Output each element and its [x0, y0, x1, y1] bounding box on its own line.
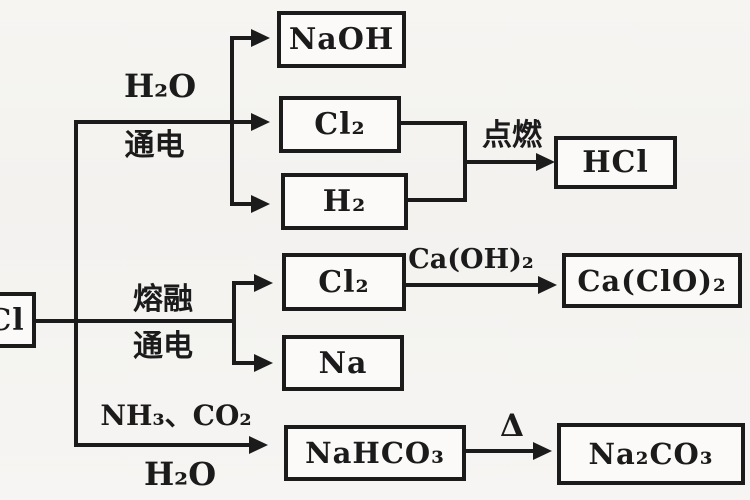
node-source-nacl: Cl	[0, 292, 36, 348]
label-tongdian-top: 通电	[124, 128, 185, 163]
label-h2o-top: H₂O	[123, 67, 197, 105]
nahco3-arrowhead-icon	[249, 436, 268, 454]
top-distributor-line	[230, 36, 234, 206]
label-dianran-ignite: 点燃	[482, 118, 542, 153]
cl2-mid-connector-line	[232, 281, 256, 285]
label-caoh2: Ca(OH)₂	[408, 244, 534, 275]
label-tongdian-mid: 通电	[133, 329, 193, 364]
node-na: Na	[282, 335, 404, 391]
label-delta: Δ	[499, 408, 525, 444]
trunk-vertical-line	[74, 120, 78, 447]
label-nh3-co2: NH₃、CO₂	[100, 399, 252, 432]
label-rongrong-molten: 熔融	[133, 282, 193, 317]
node-h2: H₂	[281, 173, 408, 230]
cl2-top-arrowhead-icon	[251, 113, 270, 131]
mid-branch-line	[36, 319, 236, 323]
naoh-connector-line	[230, 36, 254, 40]
label-h2o-bottom: H₂O	[143, 455, 217, 493]
naoh-arrowhead-icon	[251, 29, 270, 47]
node-caclo2: Ca(ClO)₂	[562, 253, 742, 308]
cl2-merge-line	[401, 121, 467, 125]
bottom-branch-line	[74, 443, 252, 447]
hcl-arrowhead-icon	[536, 153, 555, 171]
caclo2-arrowhead-icon	[538, 276, 557, 294]
na-arrowhead-icon	[254, 354, 273, 372]
caclo2-connector-line	[406, 283, 540, 287]
na-connector-line	[232, 361, 256, 365]
h2-connector-line	[230, 202, 254, 206]
h2-arrowhead-icon	[251, 195, 270, 213]
node-nahco3: NaHCO₃	[284, 425, 466, 481]
cl2-top-connector-line	[234, 120, 254, 124]
na2co3-arrowhead-icon	[533, 442, 552, 460]
top-branch-line	[74, 120, 234, 124]
node-hcl: HCl	[554, 136, 677, 189]
node-cl2-mid: Cl₂	[282, 253, 406, 311]
h2-merge-line	[408, 198, 467, 202]
mid-distributor-line	[232, 281, 236, 365]
node-naoh: NaOH	[277, 11, 406, 68]
hcl-connector-line	[463, 160, 539, 164]
cl2-mid-arrowhead-icon	[254, 274, 273, 292]
node-na2co3: Na₂CO₃	[557, 423, 745, 485]
na2co3-connector-line	[466, 449, 536, 453]
node-cl2-top: Cl₂	[279, 96, 401, 153]
